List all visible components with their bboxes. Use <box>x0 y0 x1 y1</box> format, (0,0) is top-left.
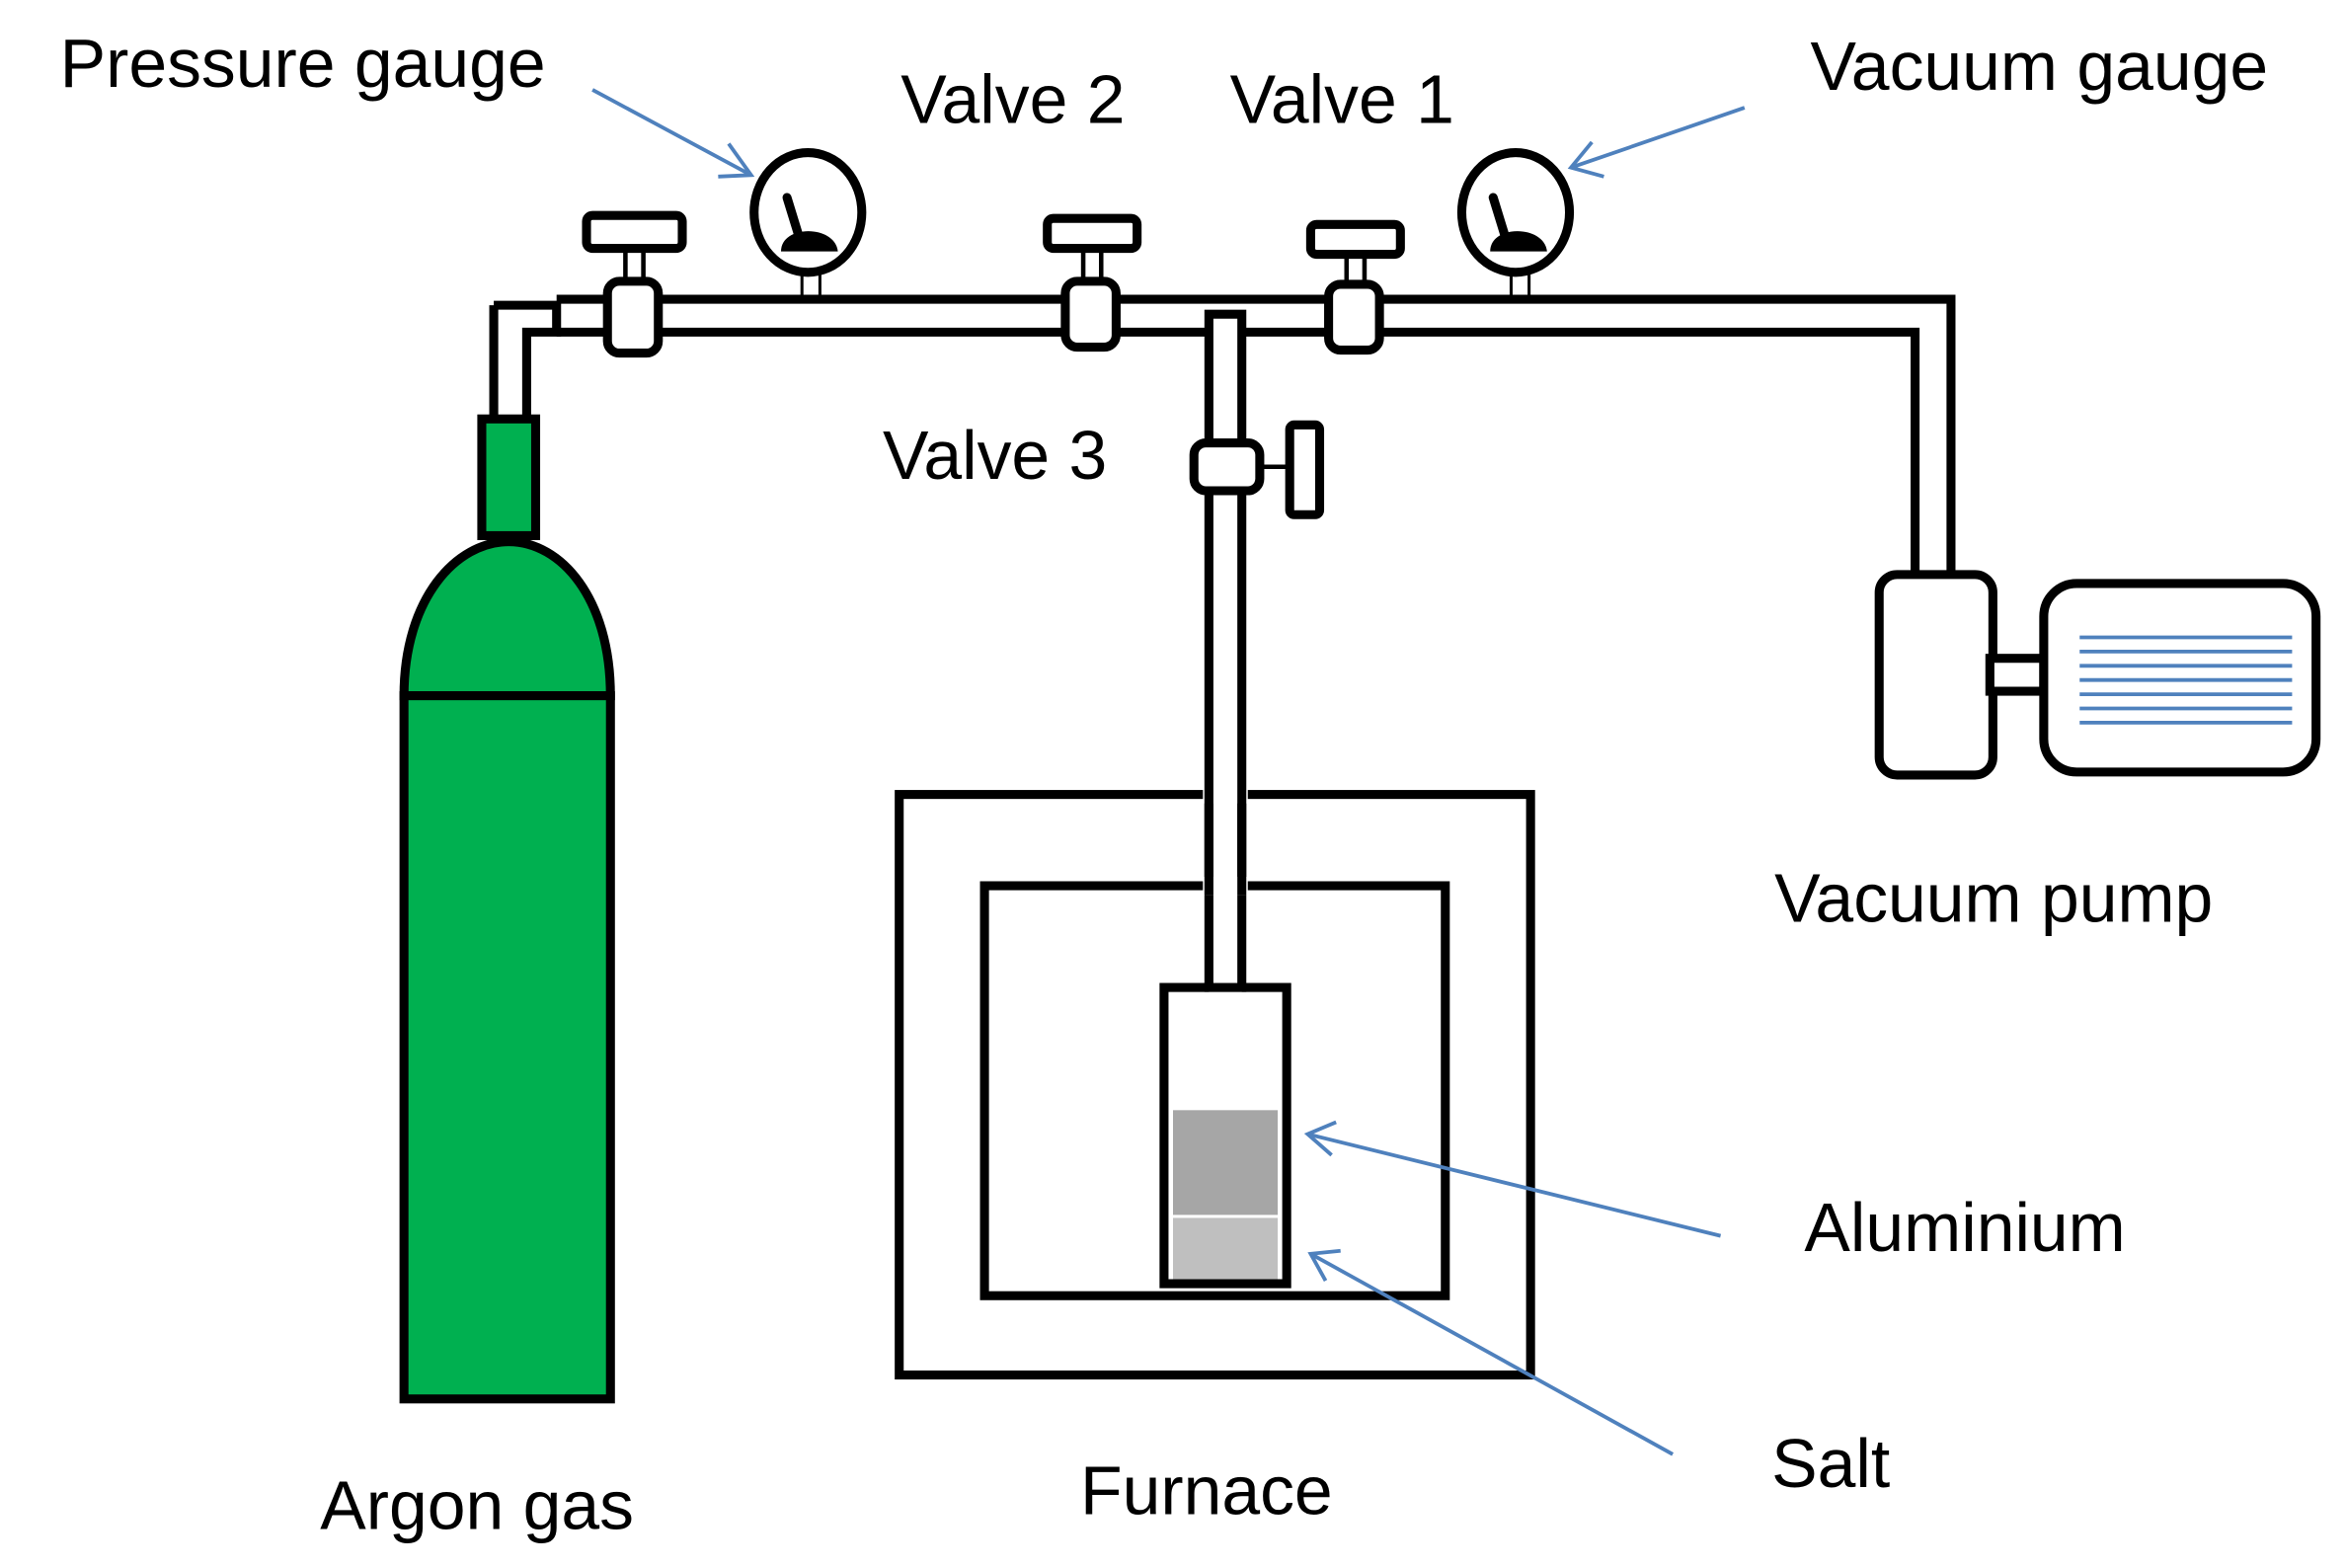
salt-label: Salt <box>1771 1425 1890 1502</box>
valve-1-symbol <box>1305 219 1405 355</box>
vacuum-gauge-label: Vacuum gauge <box>1811 28 2269 105</box>
valve-2-symbol <box>1043 213 1142 353</box>
aluminium-label: Aluminium <box>1804 1189 2125 1266</box>
pressure-gauge-label: Pressure gauge <box>60 25 546 102</box>
motor-lines <box>2079 635 2293 725</box>
argon-cylinder <box>399 414 615 1404</box>
crucible <box>1159 982 1291 1289</box>
arrow-aluminium <box>1303 1120 1722 1238</box>
argon-gas-label: Argon gas <box>320 1467 634 1544</box>
vacuum-pump-label: Vacuum pump <box>1774 859 2213 936</box>
furnace-pipe <box>1189 309 1325 992</box>
aluminium-layer <box>1173 1110 1279 1215</box>
vacuum-gauge-symbol <box>1456 148 1575 300</box>
arrow-vacuum-gauge <box>1567 106 1746 179</box>
furnace-label: Furnace <box>1080 1451 1333 1529</box>
valve-3-label: Valve 3 <box>883 417 1107 494</box>
valve-1-label: Valve 1 <box>1230 60 1454 137</box>
arrow-pressure-gauge <box>591 88 755 179</box>
annotation-arrows <box>591 88 1746 1456</box>
arrow-salt <box>1307 1248 1675 1456</box>
main-pipe <box>489 294 1956 572</box>
valve-left <box>582 210 687 358</box>
salt-layer <box>1173 1217 1279 1282</box>
vacuum-pump-symbol <box>1874 570 2321 780</box>
valve-2-label: Valve 2 <box>900 60 1125 137</box>
pressure-gauge-symbol <box>749 148 867 300</box>
furnace-symbol <box>895 785 1535 1380</box>
